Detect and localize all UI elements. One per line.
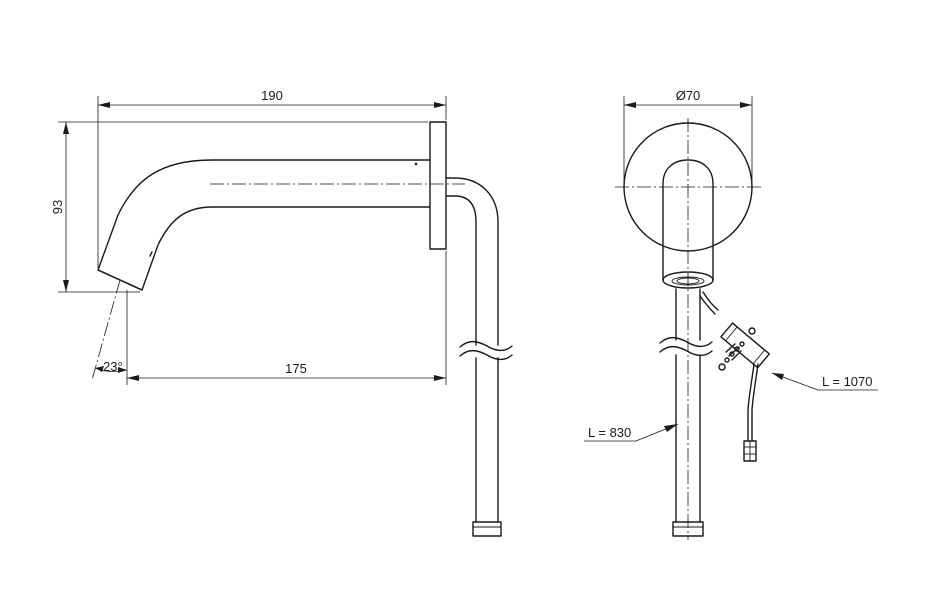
sensor-mark: [149, 251, 153, 257]
pipe-end-fitting-front: [672, 521, 704, 537]
wall-plate: [429, 121, 447, 250]
reach-dimension-label: 175: [285, 361, 307, 376]
diameter-dimension-label: Ø70: [676, 88, 701, 103]
spout-outlet-front: [662, 271, 714, 289]
pipe-end-fitting: [472, 521, 502, 537]
angle-dimension-label: 23°: [103, 359, 123, 374]
spout-body: [97, 159, 431, 291]
width-dimension-label: 190: [261, 88, 283, 103]
height-dimension-label: 93: [50, 200, 65, 214]
cable-length-label: L = 1070: [822, 374, 872, 389]
pipe-break-front: [659, 336, 713, 348]
power-cable: [747, 363, 755, 441]
screw-dot: [414, 162, 418, 166]
outlet-axis-line: [91, 279, 121, 381]
supply-pipe-bend: [445, 177, 499, 346]
sensor-cable: [702, 291, 719, 311]
side-view: 190 93 175 23°: [50, 88, 513, 537]
pipe-length-label: L = 830: [588, 425, 631, 440]
mounting-chain: [724, 341, 745, 363]
pipe-break: [459, 340, 513, 352]
spout-front: [662, 159, 714, 281]
front-view: Ø70 L = 830 L = 1070: [584, 88, 878, 540]
